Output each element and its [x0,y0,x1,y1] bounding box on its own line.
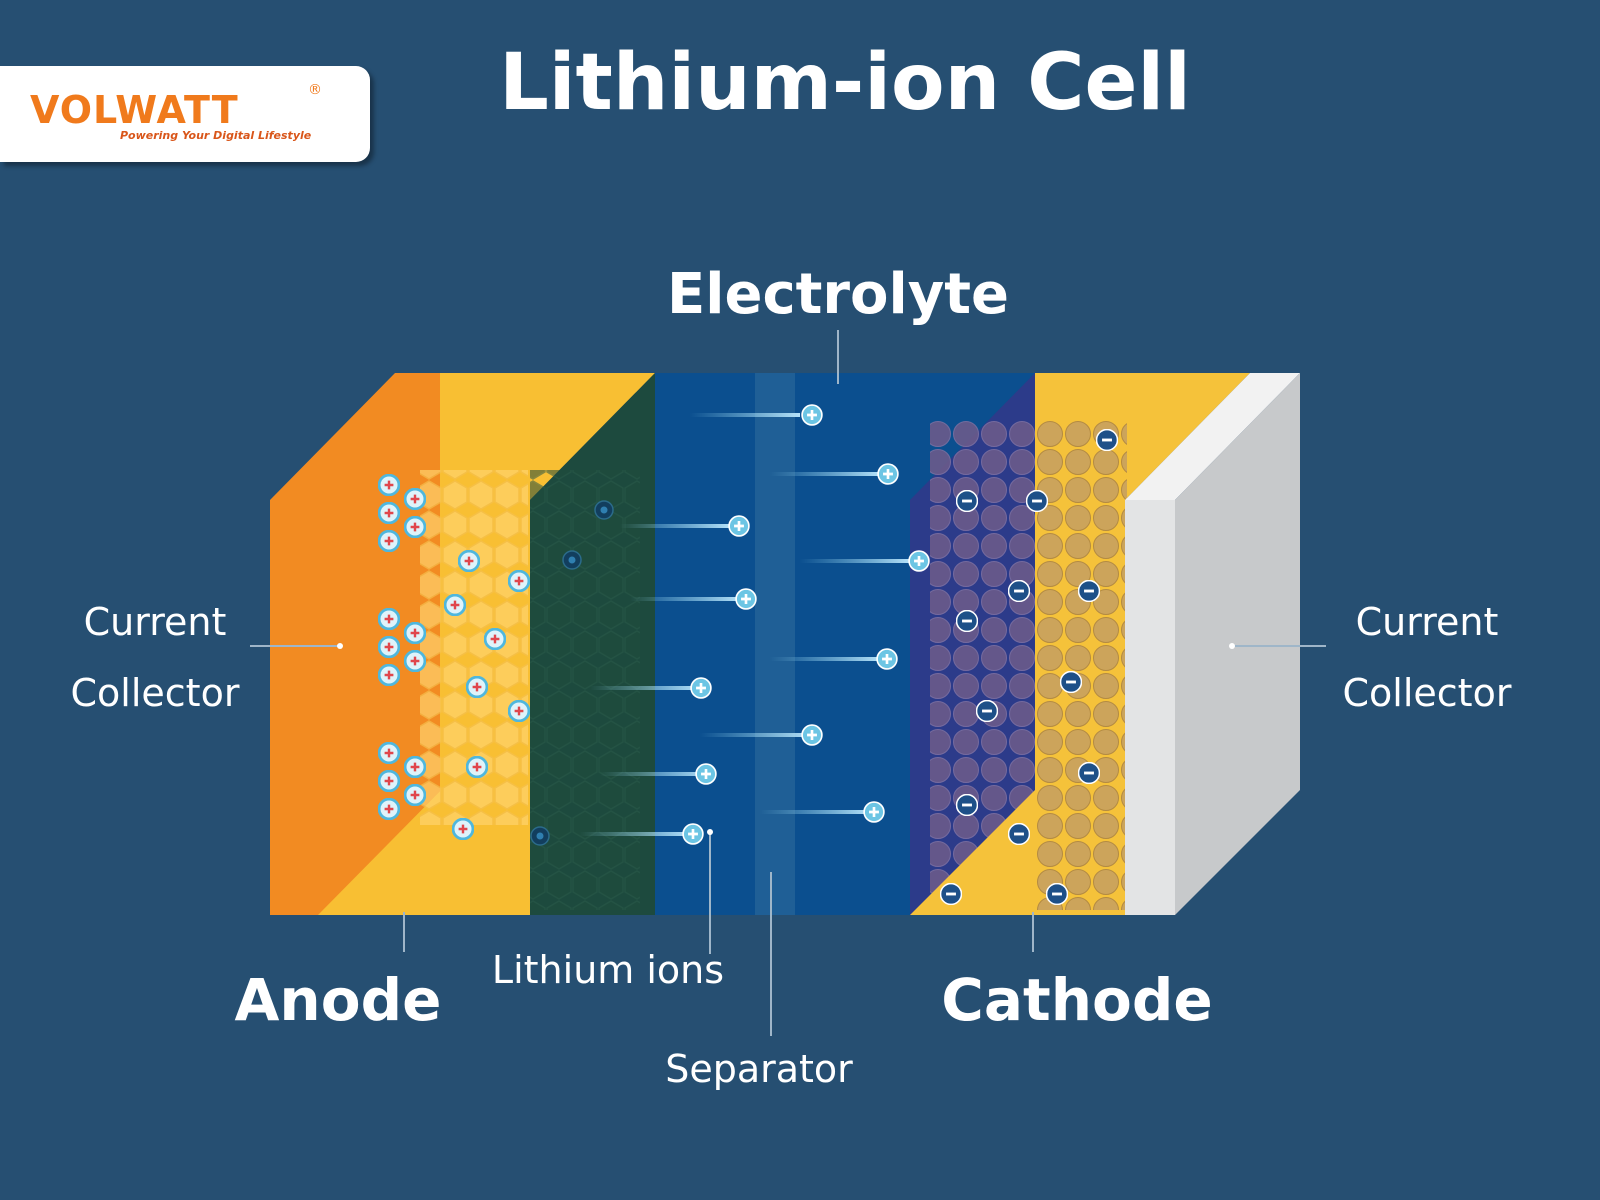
brand-logo-card [0,66,370,162]
label-current-collector-right-line1: Current [1356,600,1499,644]
brand-name: VOLWATT [30,88,239,132]
cathode-particles [1035,420,1127,910]
label-lithium-ions: Lithium ions [492,948,724,992]
cathode-current-collector-side [1175,373,1300,915]
registered-mark: ® [308,82,322,98]
migrating-lithium-ions [580,404,930,845]
label-electrolyte: Electrolyte [667,262,1009,327]
label-current-collector-left-line1: Current [84,600,227,644]
label-separator: Separator [665,1047,853,1091]
label-current-collector-right-line2: Collector [1343,671,1512,715]
cathode-current-collector-top [1125,373,1300,500]
label-cathode: Cathode [941,966,1212,1034]
cathode-lower-wedge [910,790,1035,915]
leader-lines [250,330,1326,1036]
label-current-collector-left-line2: Collector [71,671,240,715]
separator [755,373,795,915]
leader-dots [337,643,1235,835]
anode-current-collector [270,373,445,915]
page-title: Lithium-ion Cell [499,38,1191,128]
label-anode: Anode [235,966,442,1034]
cathode-current-collector-front [1125,500,1175,915]
brand-tagline: Powering Your Digital Lifestyle [120,129,312,142]
